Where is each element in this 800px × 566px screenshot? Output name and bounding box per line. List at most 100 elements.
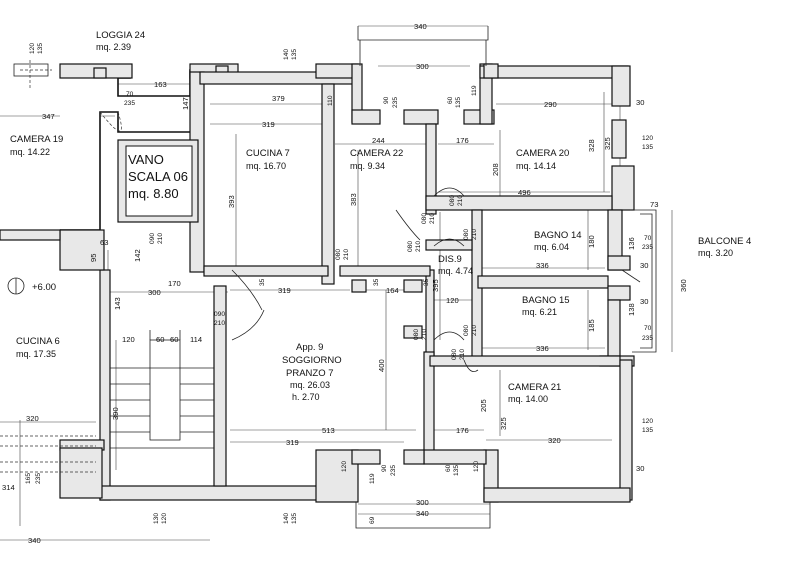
dim-label: 135 xyxy=(37,43,44,54)
dim-label: 30 xyxy=(636,98,644,107)
dim-label: 235 xyxy=(35,473,42,484)
dim-label: 400 xyxy=(377,359,386,372)
dim-label: 290 xyxy=(544,100,557,109)
dim-label: 496 xyxy=(518,188,531,197)
dim-label: 210 xyxy=(214,320,225,327)
dimension-lines xyxy=(0,25,673,541)
camera-20-name: CAMERA 20 xyxy=(516,148,569,159)
dim-label: 30 xyxy=(640,261,648,270)
dim-label: 135 xyxy=(453,465,460,476)
dim-label: 136 xyxy=(627,237,636,250)
dim-label: 320 xyxy=(26,414,39,423)
dim-label: 325 xyxy=(499,417,508,430)
dim-label: 314 xyxy=(2,483,15,492)
dim-label: 080 xyxy=(451,349,458,360)
dim-label: 164 xyxy=(386,286,399,295)
dim-label: 210 xyxy=(471,325,478,336)
dim-label: 395 xyxy=(431,279,440,292)
dim-label: 205 xyxy=(479,399,488,412)
dim-label: 147 xyxy=(181,97,190,110)
dimension-labels: 340 300 290 379 319 163 347 244 176 496 … xyxy=(2,22,658,545)
dim-label: 176 xyxy=(456,426,469,435)
dim-label: 300 xyxy=(416,62,429,71)
dim-label: 210 xyxy=(415,241,422,252)
cucina-7-area: mq. 16.70 xyxy=(246,161,286,171)
dim-label: 30 xyxy=(636,464,644,473)
dim-label: 35 xyxy=(373,278,380,286)
balcone-4-name: BALCONE 4 xyxy=(698,236,751,247)
camera-22-area: mq. 9.34 xyxy=(350,161,385,171)
dim-label: 119 xyxy=(369,473,376,484)
dim-label: 135 xyxy=(291,513,298,524)
dim-label: 120 xyxy=(29,43,36,54)
dim-label: 130 xyxy=(153,513,160,524)
dim-label: 143 xyxy=(113,297,122,310)
dim-label: 176 xyxy=(456,136,469,145)
bagno-15-area: mq. 6.21 xyxy=(522,307,557,317)
dim-label: 210 xyxy=(459,349,466,360)
room-labels: LOGGIA 24 mq. 2.39 CAMERA 19 mq. 14.22 V… xyxy=(10,30,751,404)
dim-label: 090 xyxy=(214,311,225,318)
dim-label: 140 xyxy=(283,49,290,60)
dim-label: 340 xyxy=(416,509,429,518)
app-9-area: mq. 26.03 xyxy=(290,380,330,390)
dim-label: 235 xyxy=(124,100,135,107)
cucina-6-area: mq. 17.35 xyxy=(16,349,56,359)
dim-label: 138 xyxy=(627,303,636,316)
dim-label: 142 xyxy=(133,249,142,262)
dim-label: 119 xyxy=(471,85,478,96)
bagno-14-area: mq. 6.04 xyxy=(534,242,569,252)
dim-label: 080 xyxy=(463,229,470,240)
dim-label: 163 xyxy=(154,80,167,89)
dim-label: 60 xyxy=(447,96,454,104)
dim-label: 60 xyxy=(445,464,452,472)
camera-19-area: mq. 14.22 xyxy=(10,147,50,157)
dim-label: 235 xyxy=(642,335,653,342)
dim-label: 340 xyxy=(28,536,41,545)
dim-label: 140 xyxy=(283,513,290,524)
balcone-4-area: mq. 3.20 xyxy=(698,248,733,258)
bagno-14-name: BAGNO 14 xyxy=(534,230,582,241)
dim-label: 210 xyxy=(343,249,350,260)
dim-label: 73 xyxy=(650,200,658,209)
dim-label: 210 xyxy=(471,229,478,240)
dim-label: 319 xyxy=(262,120,275,129)
dim-label: 080 xyxy=(463,325,470,336)
dim-label: 135 xyxy=(455,97,462,108)
dim-label: 35 xyxy=(259,278,266,286)
dim-label: 080 xyxy=(421,213,428,224)
camera-21-name: CAMERA 21 xyxy=(508,382,561,393)
camera-20-area: mq. 14.14 xyxy=(516,161,556,171)
app-9-height: h. 2.70 xyxy=(292,392,320,402)
dim-label: 135 xyxy=(291,49,298,60)
vano-line1: VANO xyxy=(128,152,164,167)
dim-label: 319 xyxy=(278,286,291,295)
dim-label: 69 xyxy=(369,516,376,524)
dim-label: 390 xyxy=(111,407,120,420)
dim-label: 95 xyxy=(89,254,98,262)
app-9-line2: SOGGIORNO xyxy=(282,355,342,366)
dim-label: 320 xyxy=(548,436,561,445)
dim-label: 120 xyxy=(473,461,480,472)
dim-label: 336 xyxy=(536,261,549,270)
dim-label: 235 xyxy=(390,465,397,476)
dim-label: 336 xyxy=(536,344,549,353)
dim-label: 090 xyxy=(149,233,156,244)
dim-label: 210 xyxy=(429,213,436,224)
dim-label: 35 xyxy=(423,278,430,286)
level-marker: +6.00 xyxy=(32,282,56,293)
dim-label: 300 xyxy=(148,288,161,297)
dim-label: 114 xyxy=(190,335,202,344)
dim-label: 70 xyxy=(644,325,652,332)
bagno-15-name: BAGNO 15 xyxy=(522,295,570,306)
dis-9-name: DIS.9 xyxy=(438,254,462,265)
dim-label: 383 xyxy=(349,193,358,206)
dim-label: 513 xyxy=(322,426,335,435)
dim-label: 185 xyxy=(587,319,596,332)
dim-label: 90 xyxy=(383,96,390,104)
dim-label: 63 xyxy=(100,238,108,247)
dim-label: 135 xyxy=(642,427,653,434)
vertical-dimension-labels: 393 383 400 390 395 360 328 325 208 205 … xyxy=(25,43,688,524)
camera-21-area: mq. 14.00 xyxy=(508,394,548,404)
